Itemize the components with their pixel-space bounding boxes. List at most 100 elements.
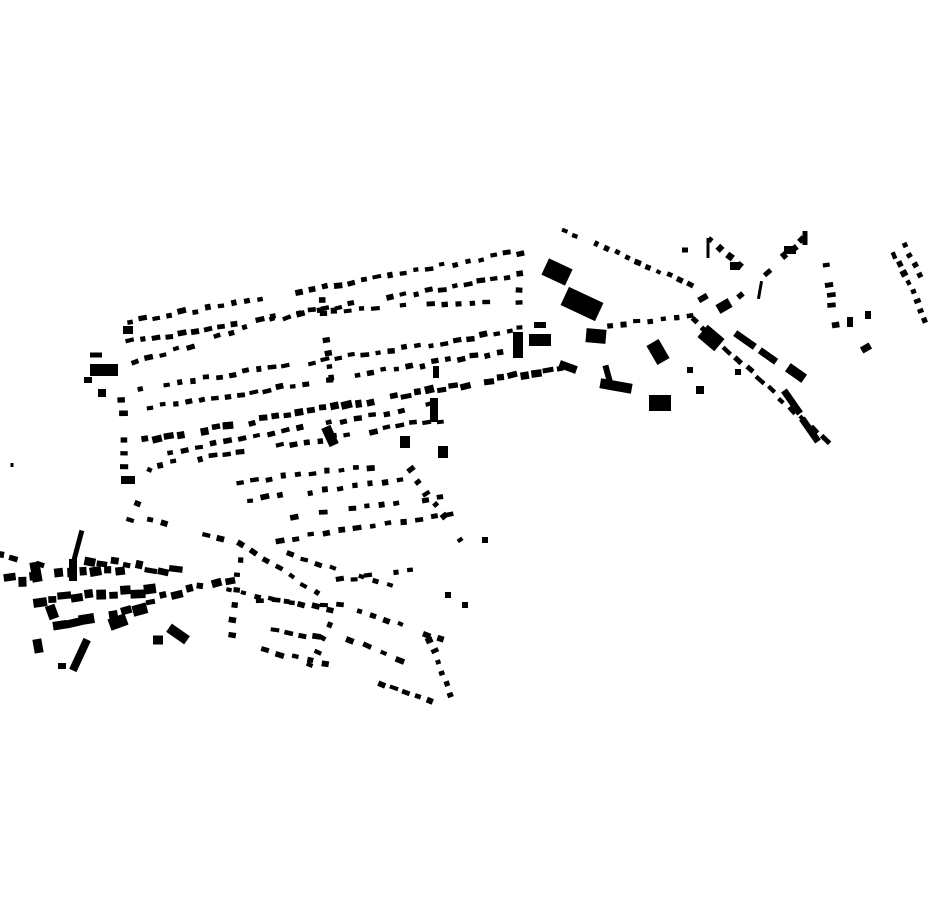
building (96, 589, 107, 600)
building (275, 537, 285, 545)
building (366, 398, 376, 407)
building (466, 335, 475, 343)
building (436, 419, 444, 425)
building (444, 356, 452, 362)
building (389, 392, 399, 400)
building (204, 303, 212, 311)
building (413, 267, 419, 273)
building (126, 319, 134, 325)
building (44, 603, 60, 621)
building (913, 297, 922, 305)
building (363, 572, 373, 578)
building (335, 575, 345, 583)
building (400, 392, 412, 400)
building (260, 646, 270, 654)
building (632, 318, 641, 324)
building (387, 347, 395, 354)
building (400, 518, 408, 526)
building (117, 397, 125, 403)
building (71, 529, 85, 561)
building (530, 369, 543, 378)
building (419, 362, 426, 370)
building (243, 297, 251, 305)
building (172, 345, 180, 352)
building (745, 364, 755, 374)
building (455, 301, 462, 307)
building (307, 307, 317, 313)
building (280, 426, 291, 434)
building (777, 396, 785, 405)
building (137, 386, 144, 392)
building (393, 569, 399, 576)
building (389, 684, 399, 692)
building (352, 464, 359, 470)
building (673, 314, 680, 321)
building (421, 497, 430, 504)
building (847, 317, 853, 327)
building (414, 516, 424, 523)
building (399, 302, 407, 308)
building (134, 559, 144, 570)
building (217, 303, 225, 309)
building (168, 565, 183, 573)
building (378, 501, 385, 508)
building (275, 441, 285, 448)
building (96, 560, 108, 568)
building (462, 602, 468, 608)
building (324, 467, 330, 474)
building (156, 461, 164, 469)
building (784, 246, 796, 254)
building (319, 310, 328, 317)
building (274, 651, 285, 659)
building (248, 389, 259, 396)
building (606, 322, 614, 329)
building (430, 513, 439, 520)
building (506, 370, 518, 379)
building (235, 539, 246, 549)
building (237, 435, 247, 442)
building (368, 428, 379, 436)
building (905, 251, 913, 259)
building (321, 282, 329, 290)
building (430, 398, 438, 422)
building (413, 388, 422, 396)
building (356, 608, 363, 615)
building (352, 524, 362, 532)
building (258, 414, 268, 421)
building (120, 437, 128, 443)
building (459, 381, 472, 391)
building (558, 360, 578, 374)
building (318, 509, 328, 515)
building (375, 350, 381, 356)
building (227, 329, 235, 337)
building (110, 556, 120, 565)
building (69, 637, 91, 673)
building (326, 621, 334, 629)
building (222, 437, 233, 445)
building (330, 307, 338, 314)
building (560, 286, 604, 322)
buildings-layer (0, 227, 928, 705)
building (515, 287, 523, 293)
building (320, 356, 330, 363)
building (336, 485, 344, 492)
building (256, 296, 264, 302)
building (469, 352, 479, 359)
building (172, 401, 179, 407)
building (456, 355, 466, 363)
building (649, 395, 671, 411)
building (406, 464, 416, 474)
building (163, 382, 171, 388)
building (515, 250, 525, 258)
building (321, 660, 330, 668)
building (203, 325, 213, 333)
building (477, 257, 485, 263)
building (252, 432, 261, 439)
building (270, 627, 280, 633)
building (213, 332, 222, 340)
building (859, 342, 873, 354)
building (84, 377, 92, 383)
building (430, 647, 440, 655)
building (130, 358, 140, 366)
